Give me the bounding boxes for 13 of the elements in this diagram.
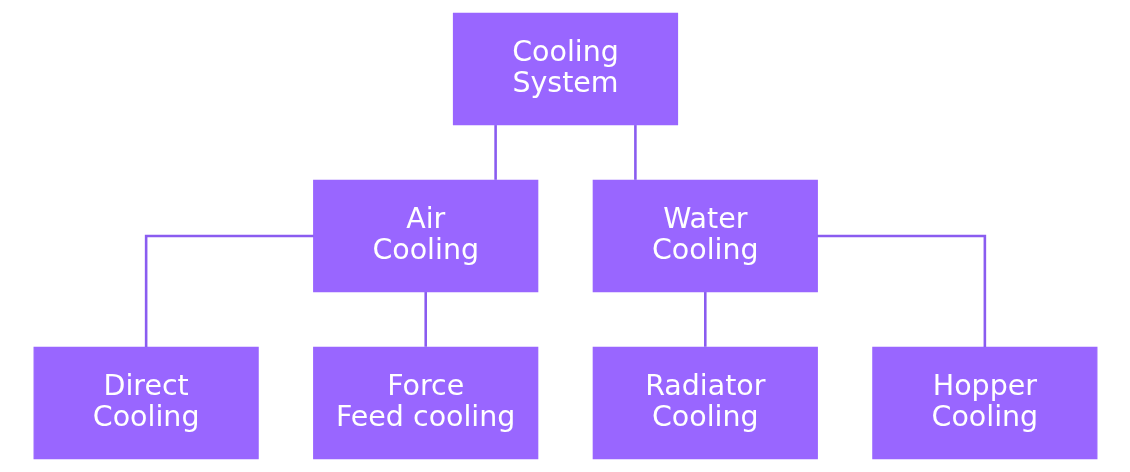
node-box: Radiator Cooling [592, 346, 818, 460]
node-box: Hopper Cooling [871, 346, 1097, 460]
connector [423, 292, 427, 347]
connector [144, 234, 314, 347]
connector [816, 234, 986, 347]
node-box: Direct Cooling [33, 346, 259, 460]
node-box: Force Feed cooling [312, 346, 538, 460]
connector [633, 125, 637, 180]
node-box: Cooling System [452, 12, 678, 126]
node-box: Air Cooling [312, 179, 538, 293]
node-box: Water Cooling [592, 179, 818, 293]
connector [493, 125, 497, 180]
connector [703, 292, 707, 347]
